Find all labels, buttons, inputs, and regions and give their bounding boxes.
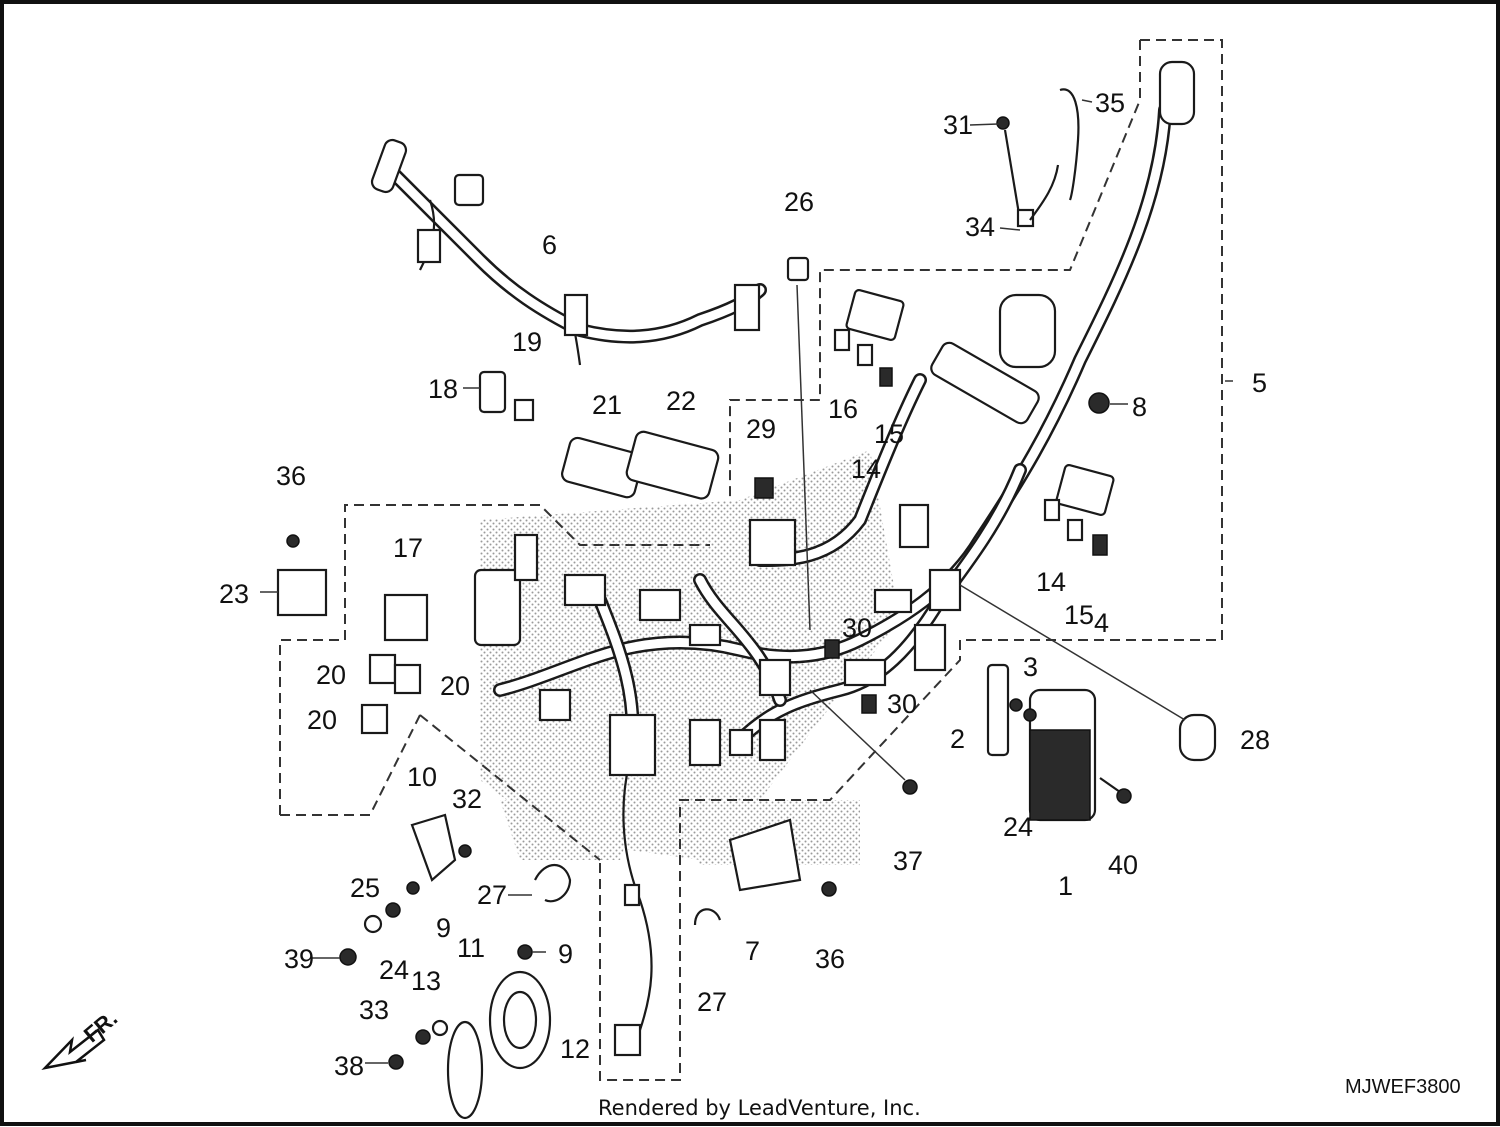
callout-27a: 27: [477, 880, 507, 910]
callout-15b: 15: [1064, 600, 1094, 630]
callout-37: 37: [893, 846, 923, 876]
callout-30b: 30: [887, 689, 917, 719]
callout-36a: 36: [276, 461, 306, 491]
callout-6: 6: [542, 230, 557, 260]
callout-18: 18: [428, 374, 458, 404]
callout-33: 33: [359, 995, 389, 1025]
callout-28: 28: [1240, 725, 1270, 755]
callout-12: 12: [560, 1034, 590, 1064]
callout-36b: 36: [815, 944, 845, 974]
callout-34: 34: [965, 212, 995, 242]
callout-9b: 9: [558, 939, 573, 969]
callout-15a: 15: [874, 419, 904, 449]
callout-24b: 24: [379, 955, 409, 985]
callout-39: 39: [284, 944, 314, 974]
callout-11: 11: [457, 933, 485, 963]
callout-40: 40: [1108, 850, 1138, 880]
main-wire-harness: [473, 60, 1196, 1057]
callout-7: 7: [745, 936, 760, 966]
callout-4: 4: [1094, 608, 1109, 638]
callout-8: 8: [1132, 392, 1147, 422]
callout-32: 32: [452, 784, 482, 814]
callout-9a: 9: [436, 913, 451, 943]
callout-5: 5: [1252, 368, 1267, 398]
callout-13: 13: [411, 966, 441, 996]
callout-25: 25: [350, 873, 380, 903]
leader-lines: [260, 99, 1233, 1064]
callout-26: 26: [784, 187, 814, 217]
callout-35: 35: [1095, 88, 1125, 118]
drawing-code: MJWEF3800: [1345, 1076, 1461, 1098]
callout-1: 1: [1058, 871, 1073, 901]
sub-harness: [370, 138, 767, 366]
callout-19: 19: [512, 327, 542, 357]
callout-29: 29: [746, 414, 776, 444]
credit-text: Rendered by LeadVenture, Inc.: [598, 1096, 921, 1120]
callout-14a: 14: [851, 454, 881, 484]
callout-2: 2: [950, 724, 965, 754]
callout-24a: 24: [1003, 812, 1033, 842]
callout-20c: 20: [307, 705, 337, 735]
callout-10: 10: [407, 762, 437, 792]
callout-27b: 27: [697, 987, 727, 1017]
callout-30a: 30: [842, 613, 872, 643]
small-parts: [276, 88, 1217, 1120]
callout-38: 38: [334, 1051, 364, 1081]
callout-31: 31: [943, 110, 973, 140]
callout-23: 23: [219, 579, 249, 609]
callout-22: 22: [666, 386, 696, 416]
dashed-group-lines: [279, 39, 1223, 1081]
callout-16: 16: [828, 394, 858, 424]
callout-20b: 20: [440, 671, 470, 701]
callout-3: 3: [1023, 652, 1038, 682]
front-direction-arrow: FR.: [41, 1005, 122, 1070]
callout-20a: 20: [316, 660, 346, 690]
callout-21: 21: [592, 390, 622, 420]
callout-labels: 1 2 3 4 5 6 7 8 9 9 10 11 12 13 14 14 15…: [219, 88, 1270, 1081]
callout-14b: 14: [1036, 567, 1066, 597]
callout-17: 17: [393, 533, 423, 563]
